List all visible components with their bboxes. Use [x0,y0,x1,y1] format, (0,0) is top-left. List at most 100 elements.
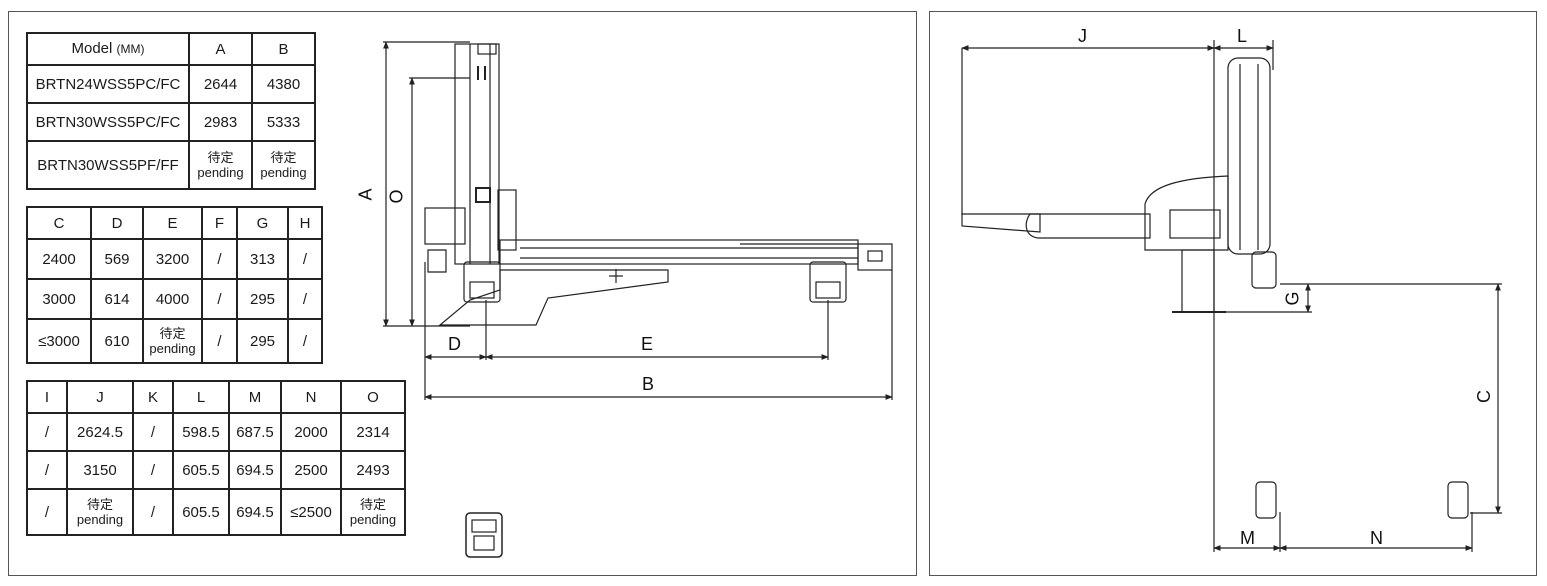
arm-dimension-table: I J K L M N O / 2624.5 / 598.5 687.5 200… [26,380,406,536]
f-cell: / [201,318,238,364]
table-row: Model (MM) A B [26,32,316,66]
col-header: C [26,206,92,240]
model-cell: BRTN30WSS5PF/FF [26,140,190,190]
table-row: 2400 569 3200 / 313 / [26,238,323,280]
col-header: G [236,206,289,240]
base-bracket [438,269,669,326]
cell-text: 待定 [86,497,113,512]
g-cell: 295 [236,278,289,320]
i-cell: / [26,450,68,490]
c-cell: 3000 [26,278,92,320]
n-cell: 2000 [280,412,342,452]
d-cell: 569 [90,238,144,280]
col-header: F [201,206,238,240]
d-cell: 610 [90,318,144,364]
dim-d-label: D [448,334,461,354]
k-cell: / [132,488,174,536]
col-header: K [132,380,174,414]
m-cell: 687.5 [228,412,282,452]
k-cell: / [132,412,174,452]
col-header: E [142,206,203,240]
col-header: I [26,380,68,414]
col-header: D [90,206,144,240]
o-cell: 2314 [340,412,406,452]
cell-text: 待定 [159,326,186,341]
d-cell: 614 [90,278,144,320]
col-header: M [228,380,282,414]
e-cell: 3200 [142,238,203,280]
a-cell: 2644 [188,64,253,104]
n-cell: ≤2500 [280,488,342,536]
cell-text: pending [76,512,124,527]
l-cell: 605.5 [172,488,230,536]
cell-text: 待定 [359,497,386,512]
side-view-panel [929,11,1537,576]
g-cell: 295 [236,318,289,364]
offset-dimension-table: C D E F G H 2400 569 3200 / 313 / 3000 6… [26,206,323,364]
f-cell: / [201,238,238,280]
k-cell: / [132,450,174,490]
col-header: J [66,380,134,414]
c-cell: 2400 [26,238,92,280]
table-row: C D E F G H [26,206,323,240]
c-cell: ≤3000 [26,318,92,364]
l-cell: 605.5 [172,450,230,490]
model-cell: BRTN30WSS5PC/FC [26,102,190,142]
i-cell: / [26,488,68,536]
l-cell: 598.5 [172,412,230,452]
o-cell: 2493 [340,450,406,490]
table-row: 3000 614 4000 / 295 / [26,278,323,320]
table-row: BRTN30WSS5PC/FC 2983 5333 [26,102,316,142]
dim-n-label: N [1370,528,1383,548]
a-cell: 2983 [188,102,253,142]
i-cell: / [26,412,68,452]
table-row: / 2624.5 / 598.5 687.5 2000 2314 [26,412,406,452]
z-axis-column [454,43,500,265]
dim-j-label: J [1078,26,1087,46]
col-a-header: A [188,32,253,66]
n-cell: 2500 [280,450,342,490]
dim-m-label: M [1240,528,1255,548]
e-cell: 4000 [142,278,203,320]
h-cell: / [287,278,323,320]
h-cell: / [287,318,323,364]
col-header: O [340,380,406,414]
j-cell: 2624.5 [66,412,134,452]
b-cell: 5333 [251,102,316,142]
dim-c-label: C [1474,390,1494,403]
cell-text: pending [349,512,397,527]
table-row: BRTN24WSS5PC/FC 2644 4380 [26,64,316,104]
dim-l-label: L [1237,26,1248,46]
m-cell: 694.5 [228,488,282,536]
b-cell: 4380 [251,64,316,104]
table-row: / 3150 / 605.5 694.5 2500 2493 [26,450,406,490]
col-header: L [172,380,230,414]
col-header: H [287,206,323,240]
z-axis-column [1227,57,1271,255]
pendant-icon [465,512,503,558]
gripper-left [1255,481,1277,519]
cell-text: pending [149,341,196,356]
g-cell: 313 [236,238,289,280]
table-row: I J K L M N O [26,380,406,414]
dim-e-label: E [641,334,654,354]
h-cell: / [287,238,323,280]
model-header: Model (MM) [26,32,190,66]
f-cell: / [201,278,238,320]
dim-b-label: B [642,374,655,394]
gripper-right [1447,481,1469,519]
model-dimension-table: Model (MM) A B BRTN24WSS5PC/FC 2644 4380… [26,32,316,190]
crossbeam-arm [961,213,1041,233]
j-cell: 3150 [66,450,134,490]
model-cell: BRTN24WSS5PC/FC [26,64,190,104]
